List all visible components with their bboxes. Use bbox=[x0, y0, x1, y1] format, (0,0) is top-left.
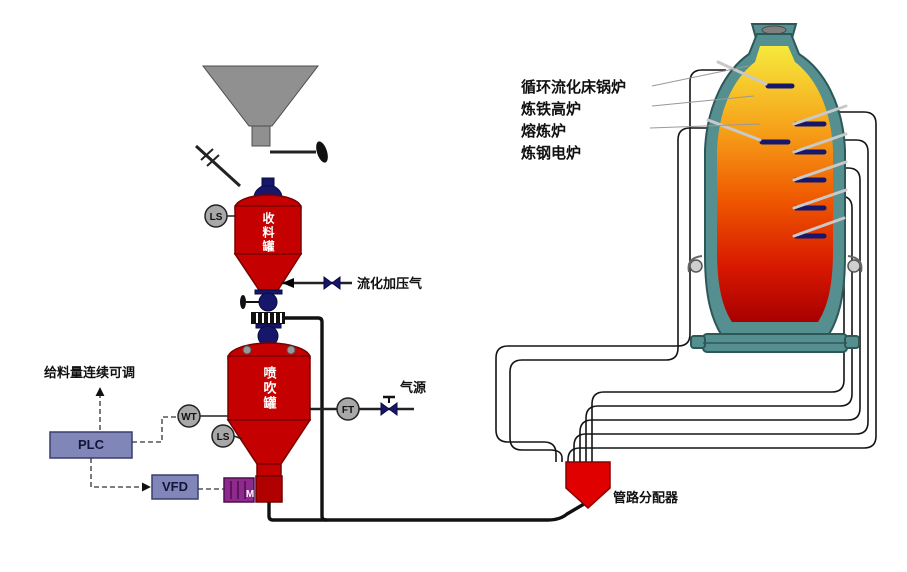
sensor-tap bbox=[233, 435, 243, 440]
hopper-funnel bbox=[201, 65, 320, 127]
inlet-flange bbox=[200, 148, 214, 161]
furnace-chimney-opening bbox=[761, 25, 787, 35]
application-item: 炼钢电炉 bbox=[521, 144, 581, 162]
sensor-ls-bottom bbox=[211, 424, 235, 448]
distributor-body bbox=[565, 461, 611, 510]
sensor-wt-label: WT bbox=[181, 412, 197, 423]
inlet-flange bbox=[206, 154, 220, 167]
plc-wt-link bbox=[132, 416, 176, 443]
plc-vfd-link bbox=[90, 458, 151, 492]
receiving-tank: 收料罐 bbox=[233, 177, 303, 291]
feed-hopper bbox=[194, 65, 328, 188]
application-item: 炼铁高炉 bbox=[521, 100, 581, 118]
furnace-interior-flame bbox=[717, 46, 833, 322]
inlet-pipe bbox=[194, 144, 242, 188]
sensor-ls-top-label: LS bbox=[210, 212, 223, 223]
furnace-base-tab-right bbox=[844, 335, 860, 349]
sensor-ls-bottom-label: LS bbox=[217, 432, 230, 443]
bowtie-valve-icon bbox=[380, 402, 390, 416]
distributor-label: 管路分配器 bbox=[613, 490, 679, 505]
sensor-wt bbox=[177, 404, 201, 428]
flow-arrow-icon bbox=[282, 278, 294, 288]
dome-knob bbox=[286, 345, 296, 355]
handwheel-icon bbox=[316, 141, 328, 163]
feed-adjust-note: 给料量连续可调 bbox=[44, 365, 135, 380]
injection-tank-cone bbox=[226, 419, 312, 465]
injection-tank-outlet bbox=[256, 463, 282, 477]
injection-tank-label: 喷吹罐 bbox=[262, 365, 278, 411]
control-system: 给料量连续可调 PLC VFD bbox=[44, 365, 224, 500]
injection-tank: 喷吹罐 bbox=[226, 342, 312, 503]
valve-handwheel-icon bbox=[240, 295, 246, 309]
sensor-ls-top bbox=[204, 204, 228, 228]
gas-source-label: 气源 bbox=[400, 380, 426, 395]
vfd-box bbox=[151, 474, 199, 500]
furnace-base-tab-left bbox=[690, 335, 706, 349]
furnace-trunnion-right bbox=[847, 255, 863, 273]
ball-valve-icon bbox=[258, 292, 278, 312]
pipe-distributor: 管路分配器 bbox=[565, 461, 679, 510]
sensor-ft bbox=[336, 397, 360, 421]
sensor-ft-label: FT bbox=[342, 405, 354, 416]
injection-tank-body bbox=[227, 355, 311, 421]
motor: M bbox=[223, 477, 255, 503]
motor-label: M bbox=[246, 489, 254, 500]
furnace-application-list: 循环流化床锅炉 炼铁高炉 熔炼炉 炼钢电炉 bbox=[521, 78, 626, 162]
dome-knob bbox=[242, 345, 252, 355]
hopper-neck bbox=[251, 125, 271, 147]
rotary-feeder bbox=[255, 475, 283, 503]
sensors: LS WT LS FT bbox=[177, 204, 360, 448]
plc-label: PLC bbox=[78, 437, 105, 452]
application-item: 循环流化床锅炉 bbox=[521, 78, 626, 96]
bowtie-valve-icon bbox=[331, 276, 341, 290]
pipe-bundle bbox=[495, 69, 877, 462]
receiving-tank-label: 收料罐 bbox=[261, 211, 275, 254]
furnace bbox=[687, 23, 863, 353]
fluidization-gas-label: 流化加压气 bbox=[357, 276, 422, 291]
application-item: 熔炼炉 bbox=[521, 122, 566, 140]
furnace-trunnion-left bbox=[687, 255, 703, 273]
conveying-pipes bbox=[267, 316, 586, 522]
fluidization-gas-line: 流化加压气 bbox=[282, 276, 422, 291]
intertank-valves bbox=[240, 289, 285, 347]
inlet-valve-cap bbox=[261, 177, 275, 187]
bowtie-valve-icon bbox=[323, 276, 333, 290]
application-leaders bbox=[649, 65, 761, 129]
injection-lances bbox=[706, 60, 848, 239]
vfd-label: VFD bbox=[162, 479, 188, 494]
plc-box bbox=[49, 431, 133, 459]
gas-source-line: 气源 bbox=[310, 380, 426, 416]
bowtie-valve-icon bbox=[388, 402, 398, 416]
